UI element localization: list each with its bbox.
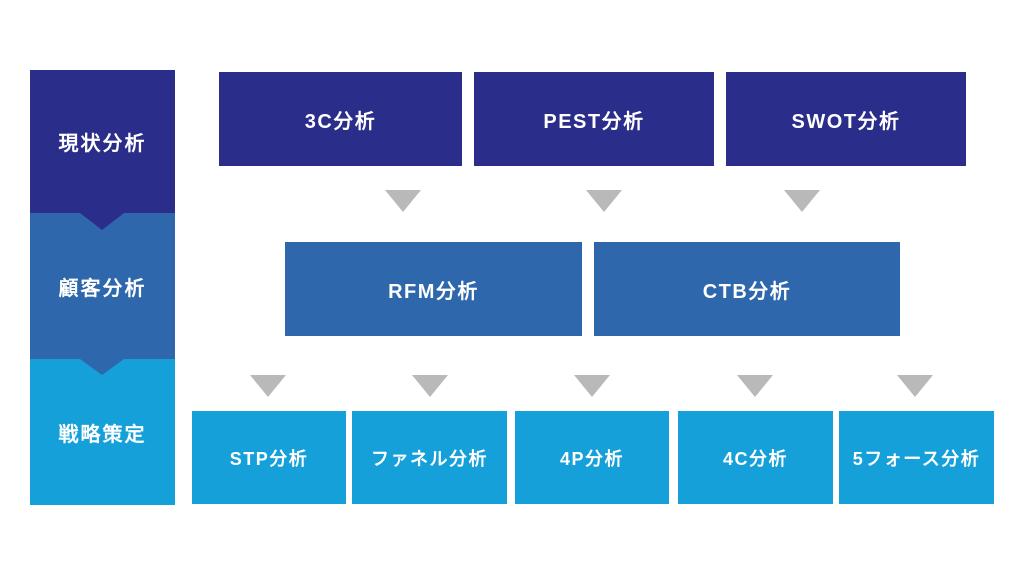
box-funnel-analysis: ファネル分析	[352, 411, 507, 504]
sidebar-stage-current-analysis: 現状分析	[30, 70, 175, 213]
arrow-down-icon	[586, 190, 622, 212]
arrow-down-icon	[574, 375, 610, 397]
box-4c-analysis: 4C分析	[678, 411, 833, 504]
box-label: SWOT分析	[791, 110, 901, 133]
stage-label: 顧客分析	[58, 277, 147, 300]
arrow-down-icon	[737, 375, 773, 397]
box-3c-analysis: 3C分析	[219, 72, 462, 166]
box-label: 4P分析	[559, 448, 625, 469]
box-4p-analysis: 4P分析	[515, 411, 669, 504]
chevron-down-icon	[80, 359, 124, 375]
stage-label: 戦略策定	[58, 423, 147, 446]
sidebar-stage-strategy: 戦略策定	[30, 359, 175, 505]
box-ctb-analysis: CTB分析	[594, 242, 900, 336]
sidebar-stage-customer-analysis: 顧客分析	[30, 213, 175, 359]
box-label: ファネル分析	[371, 448, 488, 469]
arrow-down-icon	[897, 375, 933, 397]
stage-label: 現状分析	[58, 133, 147, 155]
box-label: RFM分析	[388, 280, 479, 303]
box-label: STP分析	[229, 448, 309, 469]
box-stp-analysis: STP分析	[192, 411, 346, 504]
box-label: 3C分析	[304, 110, 377, 133]
box-rfm-analysis: RFM分析	[285, 242, 582, 336]
box-pest-analysis: PEST分析	[474, 72, 714, 166]
box-swot-analysis: SWOT分析	[726, 72, 966, 166]
box-label: PEST分析	[543, 110, 645, 133]
arrow-down-icon	[385, 190, 421, 212]
box-label: CTB分析	[702, 280, 792, 303]
arrow-down-icon	[412, 375, 448, 397]
box-label: 4C分析	[722, 448, 788, 469]
box-5forces-analysis: 5フォース分析	[839, 411, 994, 504]
arrow-down-icon	[784, 190, 820, 212]
box-label: 5フォース分析	[852, 448, 981, 469]
arrow-down-icon	[250, 375, 286, 397]
chevron-down-icon	[80, 213, 124, 230]
